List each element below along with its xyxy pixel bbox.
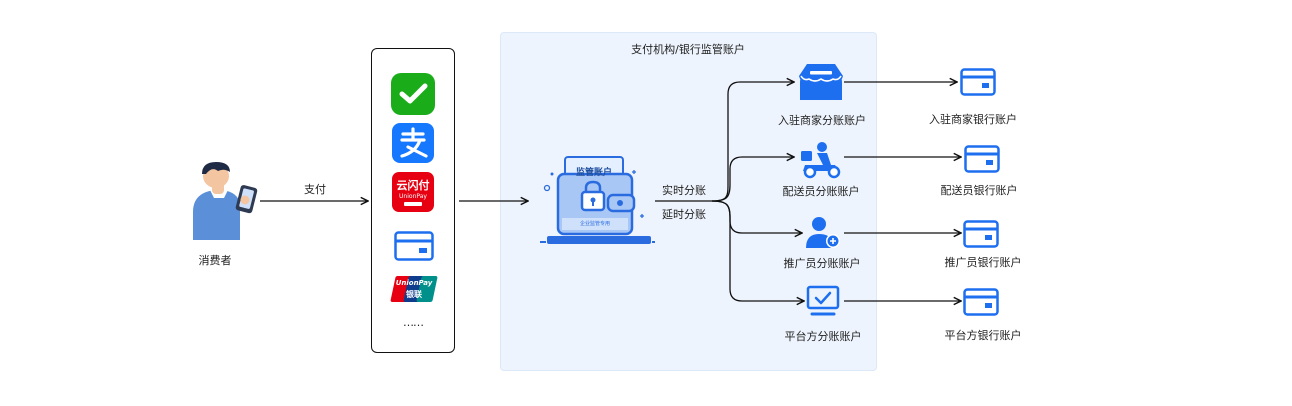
promoter-split-label: 推广员分账账户 [783, 257, 861, 270]
realtime-split-label: 实时分账 [662, 184, 706, 197]
branch-platform [711, 200, 804, 301]
rider-bank-card-icon [964, 145, 1000, 173]
bank-card-icon [394, 231, 434, 261]
platform-bank-label: 平台方银行账户 [944, 329, 1022, 342]
cloud-quickpass-icon: 云闪付 UnionPay [392, 172, 434, 212]
more-methods: …… [403, 316, 424, 329]
wallet-base-text: 企业监管专用 [579, 221, 610, 227]
delayed-split-label: 延时分账 [662, 208, 706, 221]
panel-title: 支付机构/银行监管账户 [631, 43, 745, 56]
platform-split-label: 平台方分账账户 [784, 330, 862, 343]
platform-monitor-icon [806, 285, 840, 316]
promoter-person-icon [806, 217, 840, 248]
cloud-quickpass-sub: UnionPay [399, 193, 427, 200]
unionpay-card-sub: 银联 [406, 290, 422, 299]
delivery-rider-icon [801, 142, 841, 179]
promoter-bank-label: 推广员银行账户 [944, 256, 1022, 269]
pay-label: 支付 [304, 183, 326, 196]
rider-bank-label: 配送员银行账户 [940, 184, 1018, 197]
platform-bank-card-icon [963, 288, 999, 316]
rider-split-label: 配送员分账账户 [782, 185, 860, 198]
merchant-bank-label: 入驻商家银行账户 [929, 113, 1017, 126]
promoter-bank-card-icon [963, 220, 999, 248]
branch-promoter [711, 200, 802, 233]
wechat-pay-icon [391, 73, 435, 115]
wallet-tag: 监管账户 [575, 168, 612, 178]
alipay-icon [392, 123, 434, 163]
consumer-person-icon [193, 162, 258, 240]
branch-rider [711, 157, 794, 202]
supervision-wallet-icon [540, 156, 655, 244]
merchant-bank-card-icon [960, 68, 996, 96]
merchant-split-label: 入驻商家分账账户 [778, 114, 866, 127]
cloud-quickpass-text: 云闪付 [396, 179, 430, 192]
unionpay-card-icon: UnionPay 银联 [390, 276, 438, 302]
consumer-label: 消费者 [198, 254, 232, 267]
merchant-store-icon [799, 64, 843, 100]
unionpay-card-text: UnionPay [395, 279, 433, 287]
